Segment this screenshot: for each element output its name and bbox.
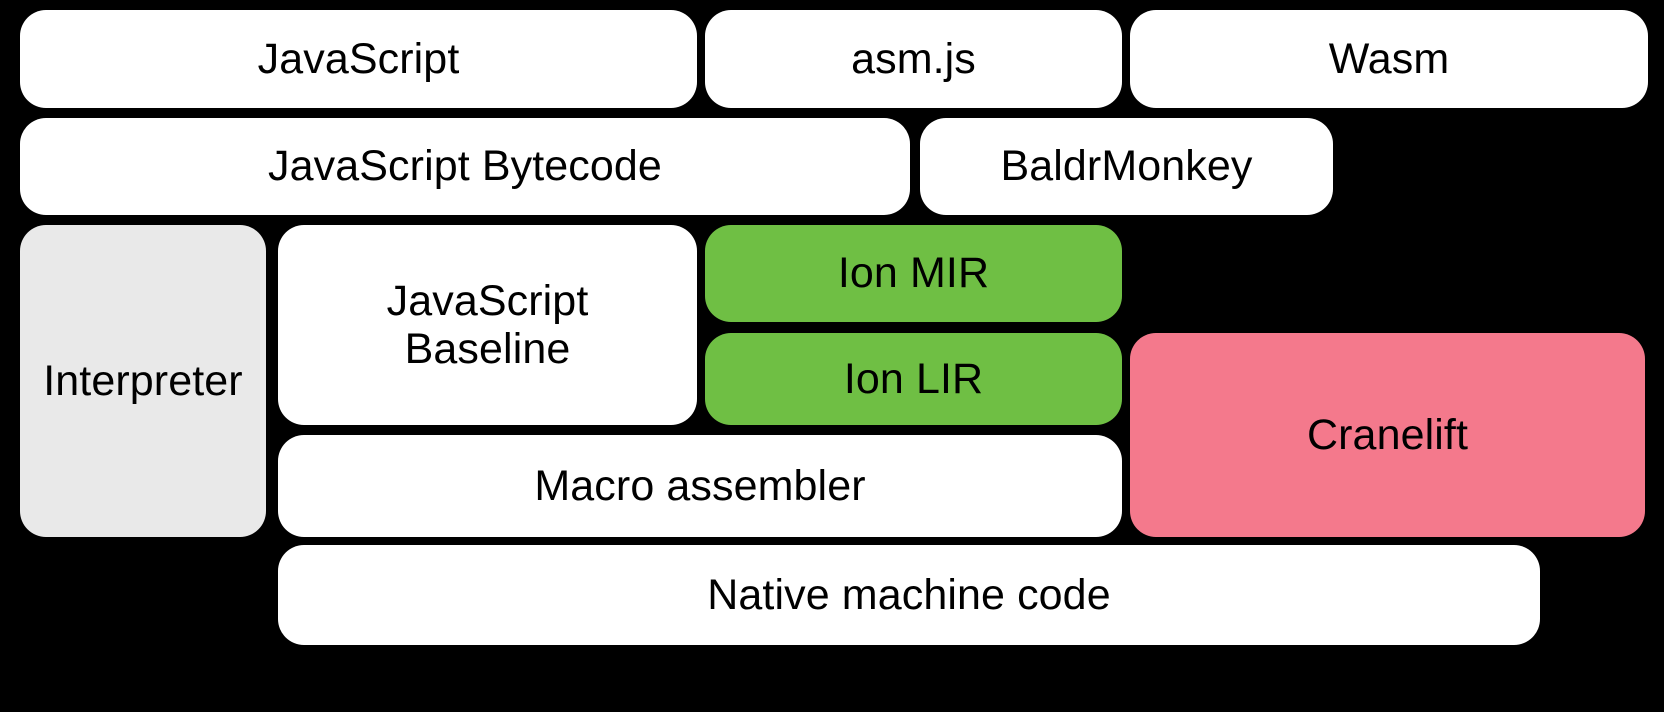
node-ion-lir: Ion LIR — [705, 333, 1122, 425]
node-cranelift: Cranelift — [1130, 333, 1645, 537]
node-baldrmonkey: BaldrMonkey — [920, 118, 1333, 215]
node-wasm: Wasm — [1130, 10, 1648, 108]
node-javascript-baseline: JavaScript Baseline — [278, 225, 697, 425]
node-ion-mir: Ion MIR — [705, 225, 1122, 322]
node-javascript: JavaScript — [20, 10, 697, 108]
node-asm-js: asm.js — [705, 10, 1122, 108]
node-interpreter: Interpreter — [20, 225, 266, 537]
node-native-machine-code: Native machine code — [278, 545, 1540, 645]
node-macro-assembler: Macro assembler — [278, 435, 1122, 537]
node-javascript-bytecode: JavaScript Bytecode — [20, 118, 910, 215]
